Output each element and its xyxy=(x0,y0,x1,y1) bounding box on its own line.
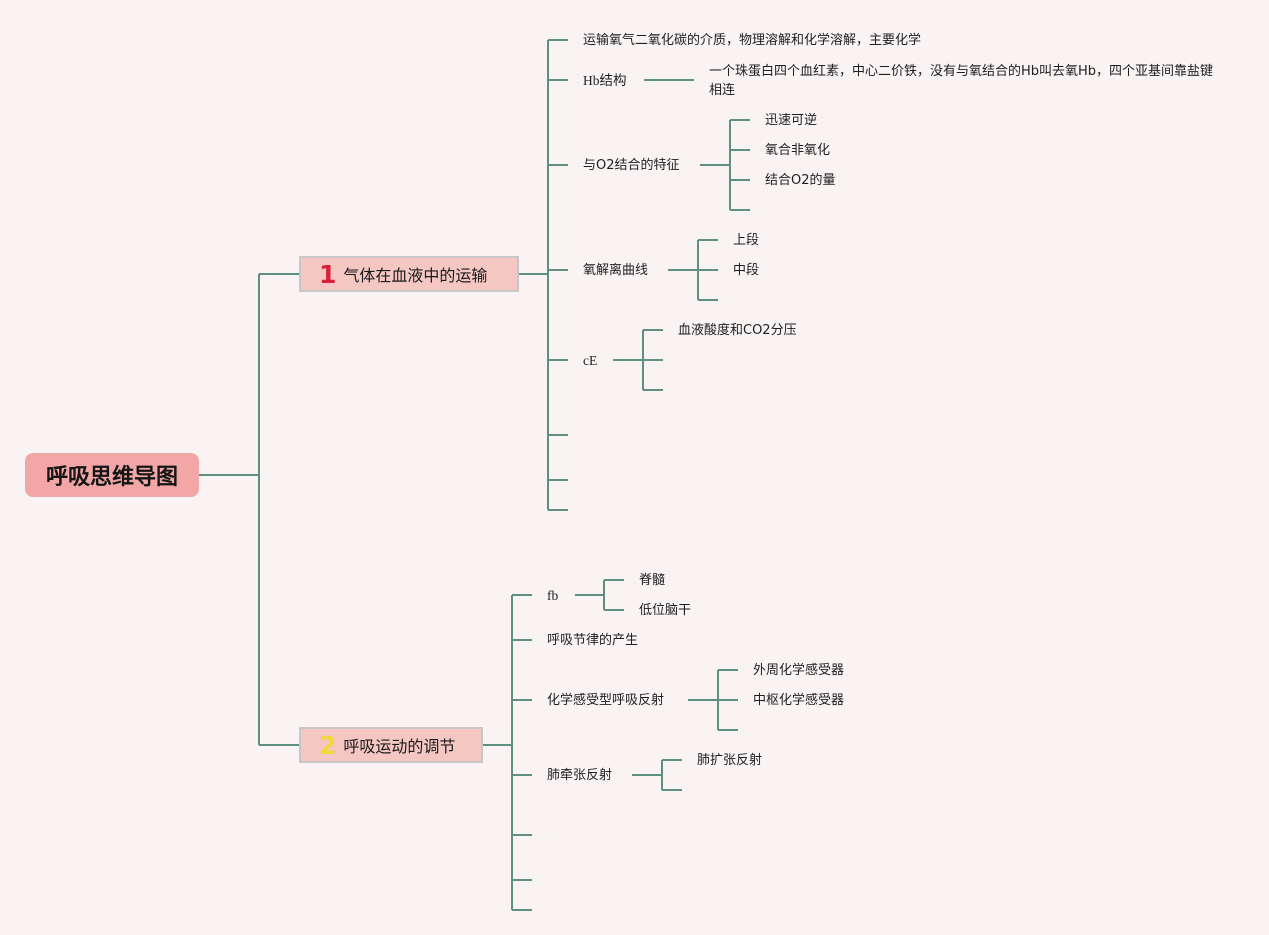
subtopic-peripheral-chemoreceptor[interactable]: 外周化学感受器 xyxy=(753,663,845,678)
topic-rhythm-generation[interactable]: 呼吸节律的产生 xyxy=(547,633,639,648)
subtopic-central-chemoreceptor[interactable]: 中枢化学感受器 xyxy=(753,693,845,708)
topic-o2-binding[interactable]: 与O2结合的特征 xyxy=(583,158,680,173)
subtopic-o2-amount[interactable]: 结合O2的量 xyxy=(765,173,836,188)
branch-number-2: 2 xyxy=(319,730,337,760)
branch-node-regulation[interactable]: 2 呼吸运动的调节 xyxy=(299,727,483,763)
topic-hb-structure[interactable]: Hb结构 xyxy=(583,73,627,88)
topic-fb[interactable]: fb xyxy=(547,588,559,603)
subtopic-oxygenation[interactable]: 氧合非氧化 xyxy=(765,143,831,158)
topic-ce[interactable]: cE xyxy=(583,353,598,368)
subtopic-upper-segment[interactable]: 上段 xyxy=(733,233,760,248)
branch-label-transport: 气体在血液中的运输 xyxy=(343,266,488,285)
topic-stretch-reflex[interactable]: 肺牵张反射 xyxy=(547,768,613,783)
branch-number-1: 1 xyxy=(319,259,337,289)
connector-paths xyxy=(199,39,750,911)
subtopic-middle-segment[interactable]: 中段 xyxy=(733,263,760,278)
branch-node-transport[interactable]: 1 气体在血液中的运输 xyxy=(299,256,519,292)
subtopic-acidity-co2[interactable]: 血液酸度和CO2分压 xyxy=(678,323,797,338)
subtopic-lower-brainstem[interactable]: 低位脑干 xyxy=(639,603,692,618)
root-node[interactable]: 呼吸思维导图 xyxy=(25,453,199,497)
topic-hb-detail[interactable]: 一个珠蛋白四个血红素，中心二价铁，没有与氧结合的Hb叫去氧Hb，四个亚基间靠盐键… xyxy=(709,64,1214,98)
subtopic-inflation-reflex[interactable]: 肺扩张反射 xyxy=(697,753,763,768)
subtopic-rapid-reversible[interactable]: 迅速可逆 xyxy=(765,113,818,128)
topic-dissociation-curve[interactable]: 氧解离曲线 xyxy=(583,263,649,278)
topic-chemoreceptor-reflex[interactable]: 化学感受型呼吸反射 xyxy=(547,693,665,708)
topic-transport-media[interactable]: 运输氧气二氧化碳的介质，物理溶解和化学溶解，主要化学 xyxy=(583,33,922,48)
subtopic-spinal-cord[interactable]: 脊髓 xyxy=(639,573,666,588)
root-label: 呼吸思维导图 xyxy=(45,465,178,490)
branch-label-regulation: 呼吸运动的调节 xyxy=(343,737,456,756)
